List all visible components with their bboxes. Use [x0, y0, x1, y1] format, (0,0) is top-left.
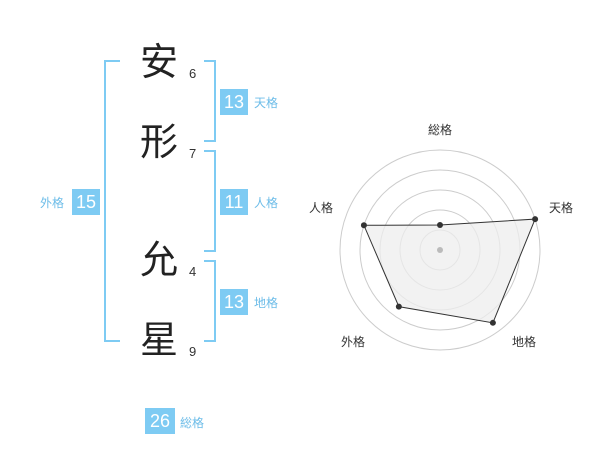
jinkaku-label: 人格 — [254, 196, 279, 210]
chikaku-label: 地格 — [254, 296, 279, 310]
gaikaku-label: 外格 — [40, 196, 65, 210]
name-char-3: 允 — [139, 238, 178, 282]
soukaku-value: 26 — [145, 408, 175, 434]
tenkaku-value: 13 — [220, 89, 248, 115]
gaikaku-value: 15 — [72, 189, 100, 215]
radar-label-jinkaku: 人格 — [309, 201, 334, 215]
radar-label-soukaku: 総格 — [428, 123, 453, 137]
name-char-1: 安 — [139, 40, 178, 84]
radar-label-tenkaku: 天格 — [549, 201, 574, 215]
gaikaku-bracket — [104, 60, 120, 342]
radar-point-0 — [437, 222, 443, 228]
radar-point-1 — [532, 216, 539, 223]
chikaku-value: 13 — [220, 289, 248, 315]
radar-center-dot — [437, 247, 443, 253]
jinkaku-value: 11 — [220, 189, 248, 215]
stroke-count-1: 6 — [189, 66, 197, 81]
radar-grid-ring — [339, 149, 541, 351]
radar-point-2 — [489, 319, 496, 326]
stroke-count-3: 4 — [189, 264, 197, 279]
stroke-count-2: 7 — [189, 146, 197, 161]
jinkaku-bracket — [204, 150, 216, 252]
radar-label-chikaku: 地格 — [512, 335, 537, 349]
radar-label-gaikaku: 外格 — [341, 335, 366, 349]
tenkaku-label: 天格 — [254, 96, 279, 110]
stroke-count-4: 9 — [189, 344, 197, 359]
radar-point-3 — [395, 303, 402, 310]
name-char-4: 星 — [139, 318, 178, 362]
soukaku-label: 総格 — [180, 416, 205, 430]
radar-area — [363, 218, 536, 324]
radar-point-4 — [360, 222, 367, 229]
tenkaku-bracket — [204, 60, 216, 142]
name-char-2: 形 — [139, 120, 178, 164]
chikaku-bracket — [204, 260, 216, 342]
